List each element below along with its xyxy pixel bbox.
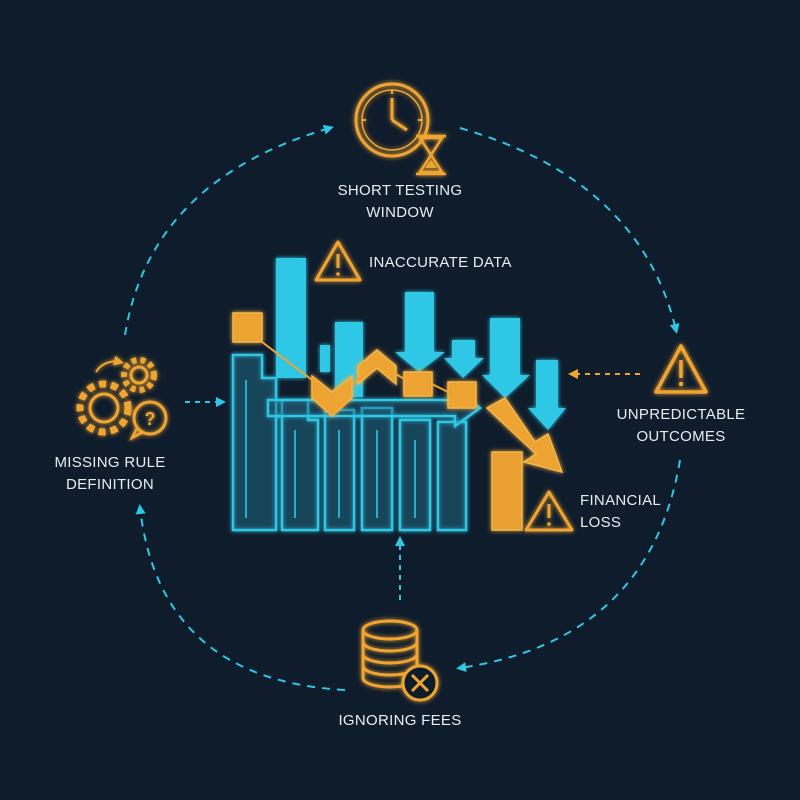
label-line: OUTCOMES — [636, 428, 726, 445]
label-line: LOSS — [580, 514, 622, 531]
coins-cancel-icon — [361, 619, 439, 702]
label-financial-loss: FINANCIAL LOSS — [580, 490, 661, 534]
chart-outline-bar-2 — [280, 398, 320, 532]
label-line: SHORT TESTING — [337, 182, 463, 199]
chart-orange-square-3 — [447, 381, 477, 409]
arrow-bottom-to-left — [135, 504, 346, 691]
arrow-top-to-right — [459, 127, 680, 334]
chart-bar-3 — [320, 345, 330, 372]
label-line: WINDOW — [366, 204, 434, 221]
chart-orange-falling-arrow — [485, 397, 564, 474]
warning-triangle-icon — [314, 240, 362, 282]
chart-orange-square-2 — [403, 371, 433, 397]
chart-orange-square-1 — [232, 312, 263, 343]
label-unpredictable-outcomes: UNPREDICTABLE OUTCOMES — [606, 404, 756, 448]
chart-outline-bar-6 — [436, 420, 468, 532]
central-chart — [231, 240, 574, 532]
label-missing-rule-definition: MISSING RULE DEFINITION — [50, 452, 170, 496]
chart-outline-bar-1 — [231, 353, 278, 532]
label-inaccurate-data: INACCURATE DATA — [369, 252, 512, 274]
chart-orange-chevron-1 — [311, 374, 353, 418]
chart-bar-6 — [482, 318, 530, 398]
chart-orange-chevron-2 — [357, 349, 397, 386]
label-line: IGNORING FEES — [338, 712, 462, 729]
clock-hourglass-icon — [354, 82, 446, 176]
chart-bar-7 — [528, 360, 566, 430]
label-line: FINANCIAL — [580, 492, 662, 509]
chart-bar-5 — [444, 340, 484, 378]
label-line: INACCURATE DATA — [369, 254, 512, 271]
chart-orange-connector-line — [261, 341, 453, 395]
label-line: UNPREDICTABLE — [616, 406, 746, 423]
label-line: DEFINITION — [66, 476, 154, 493]
cycle-arrows — [124, 124, 681, 691]
warning-triangle-icon — [524, 490, 574, 532]
chart-bar-1 — [276, 258, 306, 378]
svg-text:?: ? — [145, 409, 156, 429]
arrow-right-to-bottom — [456, 459, 681, 673]
label-short-testing-window: SHORT TESTING WINDOW — [320, 180, 480, 224]
warning-triangle-icon — [654, 344, 708, 394]
chart-orange-bar — [491, 451, 523, 531]
label-line: MISSING RULE — [54, 454, 166, 471]
chart-bar-4 — [395, 292, 445, 372]
gears-question-icon: ? — [76, 355, 168, 442]
arrow-left-to-top — [124, 124, 334, 336]
label-ignoring-fees: IGNORING FEES — [320, 710, 480, 732]
